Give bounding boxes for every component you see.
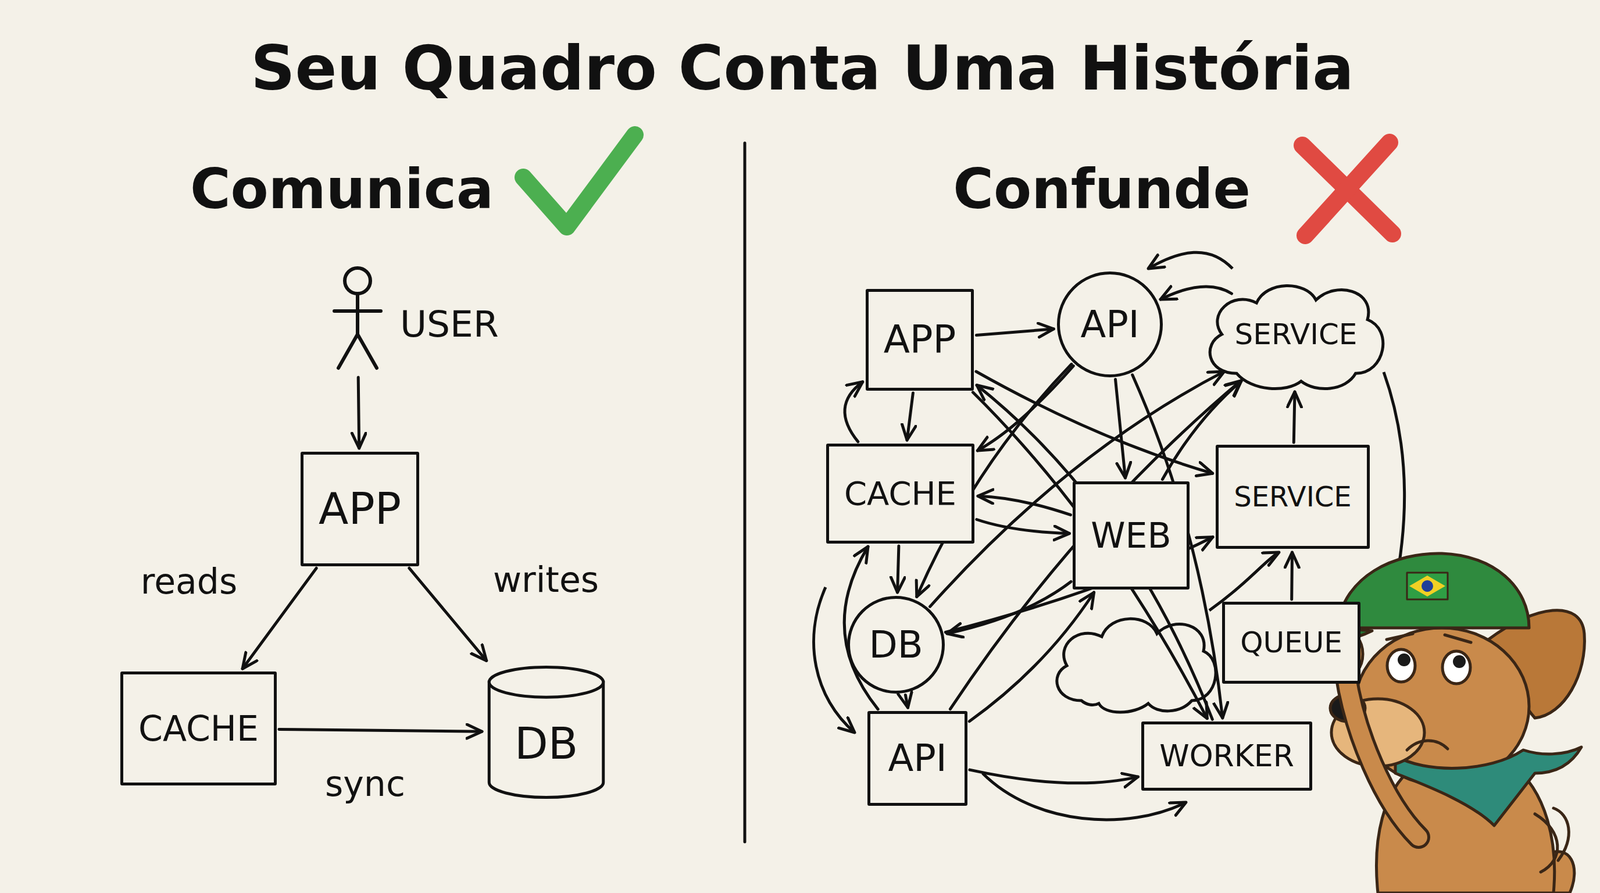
process-box: CACHE [120,671,277,786]
stick-figure [334,309,381,313]
column-heading: Comunica [190,158,494,220]
edge-label: reads [136,561,242,602]
node-label: DB [868,624,923,666]
divider-line [744,143,746,842]
check-mark [523,134,635,227]
node-label: QUEUE [1240,626,1343,659]
dog-mascot [1409,575,1446,597]
divider-line [743,143,747,842]
connector [279,729,482,732]
process-box: API [867,711,968,806]
connector [976,329,1054,336]
edge-label: sync [320,763,410,805]
connector [844,381,863,442]
empty-cloud [1056,618,1216,713]
process-box: QUEUE [1222,601,1361,684]
dog-mascot [1386,633,1413,640]
node-label: WORKER [1159,739,1295,773]
cylinder-outline [488,681,603,798]
stick-figure [344,268,371,294]
dog-mascot [1421,580,1434,592]
dog-mascot [1553,808,1569,861]
dog-mascot [1397,653,1411,667]
dog-mascot [1337,553,1530,628]
connector [1160,286,1232,300]
connector [897,545,899,593]
connector [969,769,1139,784]
cross-mark [1305,142,1390,236]
connector [1115,379,1126,479]
connector [905,695,908,709]
node-label: SERVICE [1233,481,1352,513]
empty-cloud [1056,618,1216,713]
process-box: APP [865,288,975,391]
node-label: SERVICE [1234,318,1358,351]
connector [409,568,487,661]
dog-mascot [1387,649,1416,682]
node-label: WEB [1090,516,1171,555]
node-label: DB [514,719,578,769]
stick-figure [338,334,358,369]
node-label: CACHE [138,709,259,748]
dog-mascot [1452,655,1466,669]
connector [1293,391,1295,443]
node-label: API [1080,304,1139,345]
node-label: API [887,737,947,779]
process-box: WEB [1072,481,1189,590]
circle-node: API [1056,271,1163,378]
node-label: CACHE [844,475,957,512]
dog-mascot [1442,651,1471,684]
connector [976,385,1213,720]
process-box: WORKER [1141,721,1313,791]
check-mark [523,134,635,227]
process-box: CACHE [826,443,975,544]
dog-mascot [1395,747,1582,826]
process-box: SERVICE [1215,444,1370,549]
connector [906,393,913,441]
edge-label: writes [488,559,604,600]
title: Seu Quadro Conta Uma História [250,34,1355,103]
connector [976,371,1213,474]
cross-mark [1302,142,1393,236]
connector [1290,552,1294,600]
stick-figure [355,293,360,335]
database-cylinder: DB [485,663,607,802]
dog-mascot [1406,572,1448,600]
node-label: APP [883,318,957,362]
process-box: APP [300,451,420,567]
dog-mascot [1534,813,1558,873]
dog-mascot [1406,740,1448,750]
stick-figure [357,334,377,369]
free-arrows [813,252,1405,820]
free-arrows [813,587,855,733]
connector [358,377,360,449]
circle-node: DB [847,595,945,694]
actor-figure: USER [325,264,390,375]
cloud-outline [1209,285,1384,389]
connector [976,519,1070,534]
node-label: USER [400,304,499,345]
column-heading: Confunde [952,158,1251,220]
dog-mascot [1444,634,1471,643]
node-label: APP [318,484,402,534]
free-arrows [1148,252,1233,269]
cloud-node: SERVICE [1197,275,1396,394]
cylinder-outline [488,666,603,698]
dog-mascot [1345,674,1419,838]
dog-mascot [1345,674,1419,838]
stick-figure [325,264,390,375]
connector [242,568,317,669]
